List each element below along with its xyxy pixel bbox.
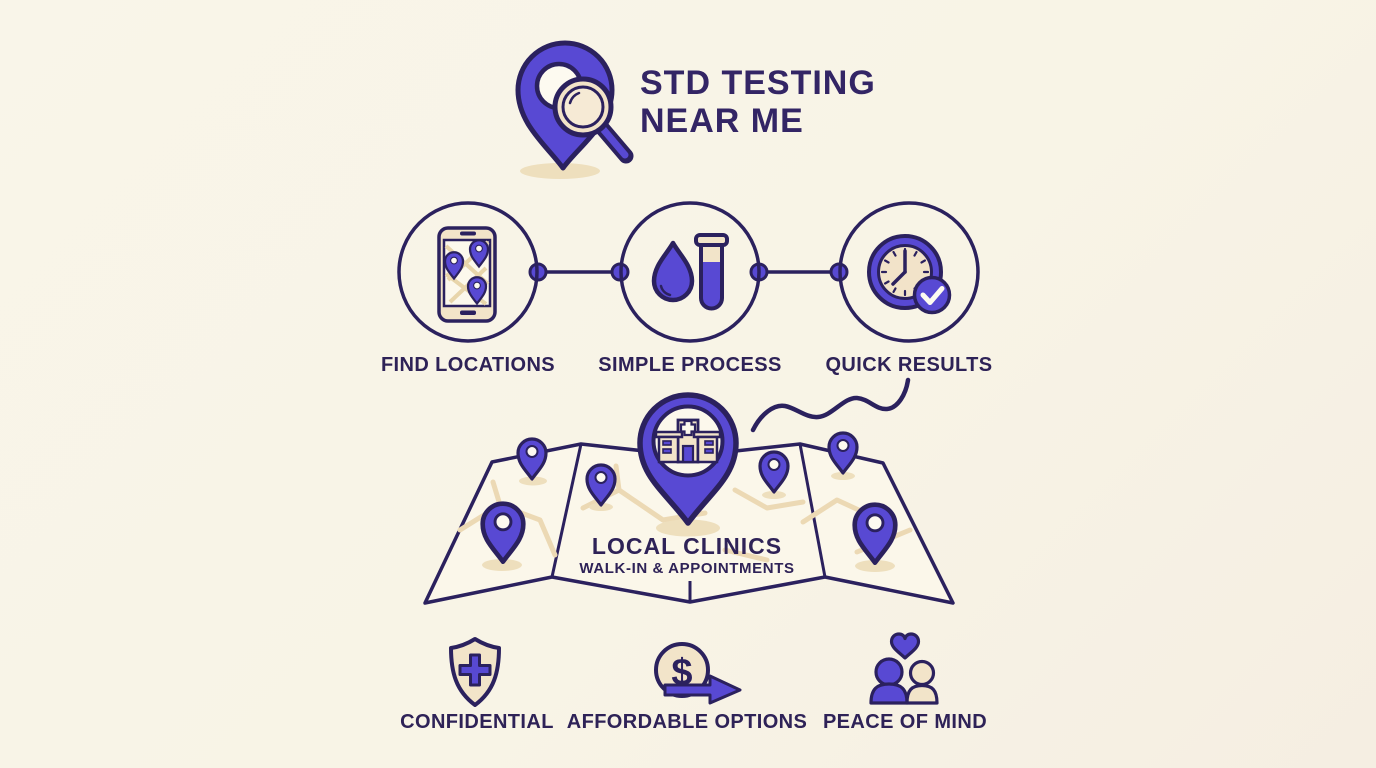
- phone-home-bar: [460, 310, 476, 315]
- clinic-door: [681, 444, 695, 464]
- map-pin: [516, 437, 548, 481]
- clinic-building: [654, 418, 722, 464]
- title-line-1: STD TESTING: [640, 64, 876, 102]
- person-purple: [869, 657, 909, 705]
- step-label-find-locations: FIND LOCATIONS: [380, 354, 556, 376]
- step-label-simple-process: SIMPLE PROCESS: [598, 354, 782, 376]
- clock-check-icon: [867, 234, 952, 315]
- feature-label-peace-of-mind: PEACE OF MIND: [822, 711, 988, 733]
- check-badge: [912, 275, 952, 315]
- step-circle: [397, 201, 539, 343]
- blood-droplet: [651, 240, 695, 303]
- mini-map-pin: [443, 251, 465, 281]
- title-line-2: NEAR ME: [640, 102, 804, 140]
- folded-map-illustration: [423, 377, 955, 605]
- person-cream: [905, 659, 939, 705]
- step-circle: [838, 201, 980, 343]
- magnifier-lens-inner: [561, 85, 605, 129]
- shield-cross: [458, 653, 492, 687]
- steps-icons-row: [397, 201, 980, 343]
- wavy-route-line: [750, 377, 911, 433]
- step-label-quick-results: QUICK RESULTS: [825, 354, 993, 376]
- medical-cross: [679, 419, 697, 437]
- map-pin: [758, 450, 790, 494]
- feature-label-confidential: CONFIDENTIAL: [400, 711, 554, 733]
- clinic-windows: [662, 440, 714, 454]
- map-pin: [480, 501, 526, 565]
- feature-label-affordable-options: AFFORDABLE OPTIONS: [566, 711, 808, 733]
- map-title: LOCAL CLINICS: [591, 533, 783, 559]
- people-heart-icon: [869, 632, 939, 705]
- shield-cross-icon: [449, 637, 501, 707]
- phone-speaker: [460, 231, 476, 236]
- droplet-testtube-icon: [651, 233, 729, 311]
- clock-hour-hand: [891, 270, 907, 286]
- clinic-location-pin-icon: [637, 392, 739, 526]
- test-tube: [694, 233, 729, 311]
- dollar-arrow-icon: $: [654, 642, 742, 705]
- location-pin-magnifier-icon: [515, 40, 634, 179]
- pin-shadow: [520, 163, 600, 179]
- map-pin: [585, 463, 617, 507]
- forward-arrow: [663, 674, 742, 705]
- pin-shadows: [482, 472, 895, 572]
- mini-map-pin: [466, 276, 488, 306]
- heart: [889, 632, 921, 660]
- step-circle: [619, 201, 761, 343]
- phone-map-icon: [437, 226, 497, 323]
- magnifier-handle: [599, 125, 629, 159]
- mini-map-pin: [468, 239, 490, 269]
- map-subtitle: WALK-IN & APPOINTMENTS: [579, 560, 795, 577]
- check-mark: [920, 286, 945, 305]
- lens-highlight: [568, 91, 581, 105]
- map-pin: [852, 502, 898, 566]
- page-title: STD TESTING NEAR ME: [640, 64, 1100, 140]
- map-pin: [827, 431, 859, 475]
